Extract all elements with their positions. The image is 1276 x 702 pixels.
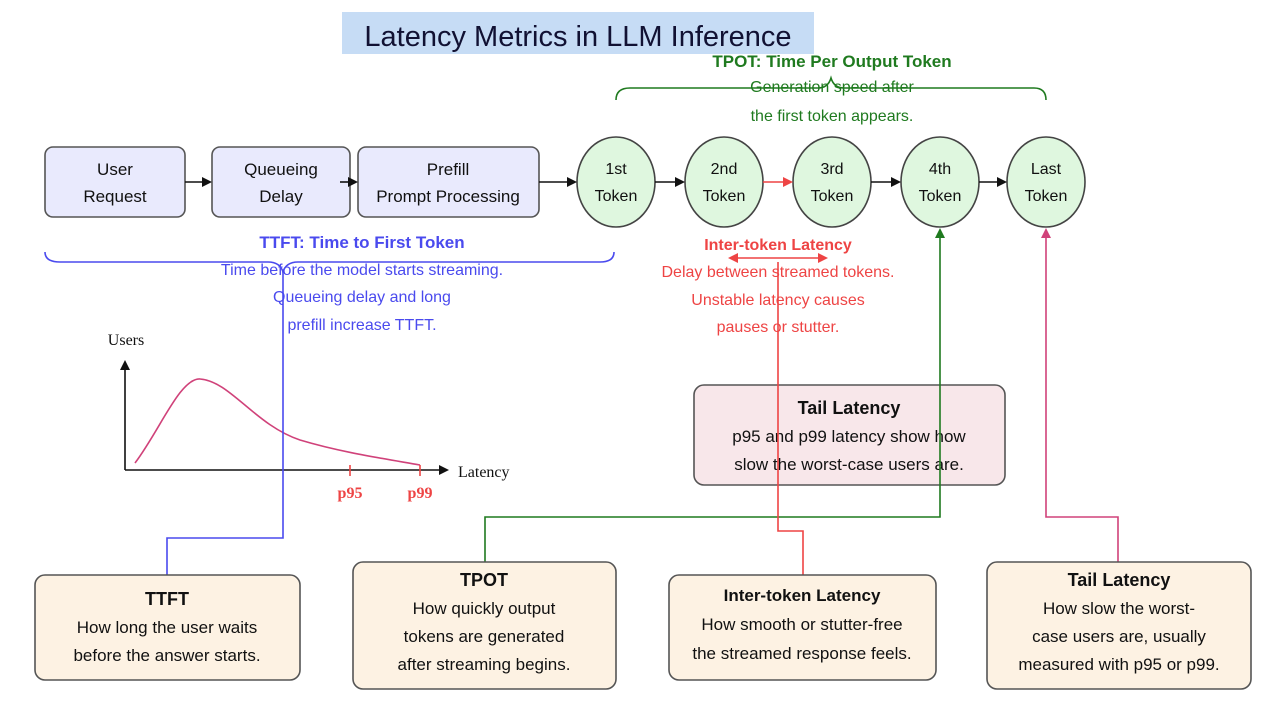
pipeline-label: User	[97, 160, 133, 179]
p95-label: p95	[338, 485, 363, 502]
page-title: Latency Metrics in LLM Inference	[364, 21, 791, 53]
card-title: TTFT	[145, 589, 189, 609]
pipeline-queueing-delay: Queueing Delay	[211, 146, 351, 218]
token-label: Token	[811, 188, 854, 205]
intertoken-title: Inter-token Latency	[704, 237, 852, 254]
pipeline-label: Request	[83, 187, 147, 206]
token-label: 1st	[605, 161, 627, 178]
token-1st: 1st Token	[576, 136, 656, 228]
card-line: the streamed response feels.	[692, 644, 911, 663]
card-line: How long the user waits	[77, 618, 257, 637]
card-line: after streaming begins.	[398, 655, 571, 674]
token-label: Token	[1025, 188, 1068, 205]
card-intertoken: Inter-token Latency How smooth or stutte…	[668, 574, 937, 681]
pipeline-label: Queueing	[244, 160, 318, 179]
tpot-connector	[484, 228, 945, 562]
tail-latency-box: Tail Latency p95 and p99 latency show ho…	[693, 384, 1006, 486]
token-label: 2nd	[711, 161, 738, 178]
title-highlight	[342, 12, 814, 54]
tpot-brace-title: TPOT: Time Per Output Token	[712, 52, 951, 71]
plot-distribution-curve	[134, 378, 421, 466]
card-ttft: TTFT How long the user waits before the …	[34, 574, 301, 681]
card-line: tokens are generated	[404, 627, 565, 646]
ttft-brace-line3: prefill increase TTFT.	[287, 317, 436, 334]
ttft-connector	[166, 272, 284, 575]
tpot-brace-line1: Generation speed after	[750, 79, 914, 96]
card-line: How smooth or stutter-free	[701, 615, 902, 634]
intertoken-connector	[777, 262, 804, 575]
token-label: Token	[703, 188, 746, 205]
pipeline-label: Prefill	[427, 160, 470, 179]
token-3rd: 3rd Token	[792, 136, 872, 228]
token-label: 3rd	[820, 161, 843, 178]
pipeline-prefill: Prefill Prompt Processing	[357, 146, 540, 218]
token-2nd: 2nd Token	[684, 136, 764, 228]
card-title: Tail Latency	[1068, 570, 1171, 590]
card-line: How slow the worst-	[1043, 599, 1195, 618]
card-line: before the answer starts.	[73, 646, 260, 665]
pipeline-label: Prompt Processing	[376, 187, 520, 206]
card-line: case users are, usually	[1032, 627, 1206, 646]
ttft-brace-title: TTFT: Time to First Token	[259, 233, 464, 252]
card-title: Inter-token Latency	[724, 586, 881, 605]
card-tpot: TPOT How quickly output tokens are gener…	[352, 561, 617, 690]
ttft-brace-line1: Time before the model starts streaming.	[221, 262, 503, 279]
card-tail-latency: Tail Latency How slow the worst- case us…	[986, 561, 1252, 690]
tpot-brace	[615, 75, 1047, 101]
tail-box-title: Tail Latency	[798, 398, 901, 418]
card-line: measured with p95 or p99.	[1018, 655, 1219, 674]
token-label: Token	[595, 188, 638, 205]
pipeline-label: Delay	[259, 187, 303, 206]
token-label: Token	[919, 188, 962, 205]
card-line: How quickly output	[413, 599, 556, 618]
pipeline-user-request: User Request	[44, 146, 186, 218]
token-4th: 4th Token	[900, 136, 980, 228]
plot-xlabel: Latency	[458, 464, 510, 481]
token-last: Last Token	[1006, 136, 1086, 228]
card-title: TPOT	[460, 570, 508, 590]
p99-label: p99	[408, 485, 433, 502]
plot-ylabel: Users	[108, 332, 144, 349]
tail-box-line1: p95 and p99 latency show how	[732, 427, 966, 446]
token-label: Last	[1031, 161, 1062, 178]
ttft-brace-line2: Queueing delay and long	[273, 289, 451, 306]
token-label: 4th	[929, 161, 951, 178]
tail-box-line2: slow the worst-case users are.	[734, 455, 964, 474]
tpot-brace-line2: the first token appears.	[751, 108, 914, 125]
latency-plot: Users Latency p95 p99	[108, 332, 510, 502]
tail-connector	[1041, 228, 1119, 562]
